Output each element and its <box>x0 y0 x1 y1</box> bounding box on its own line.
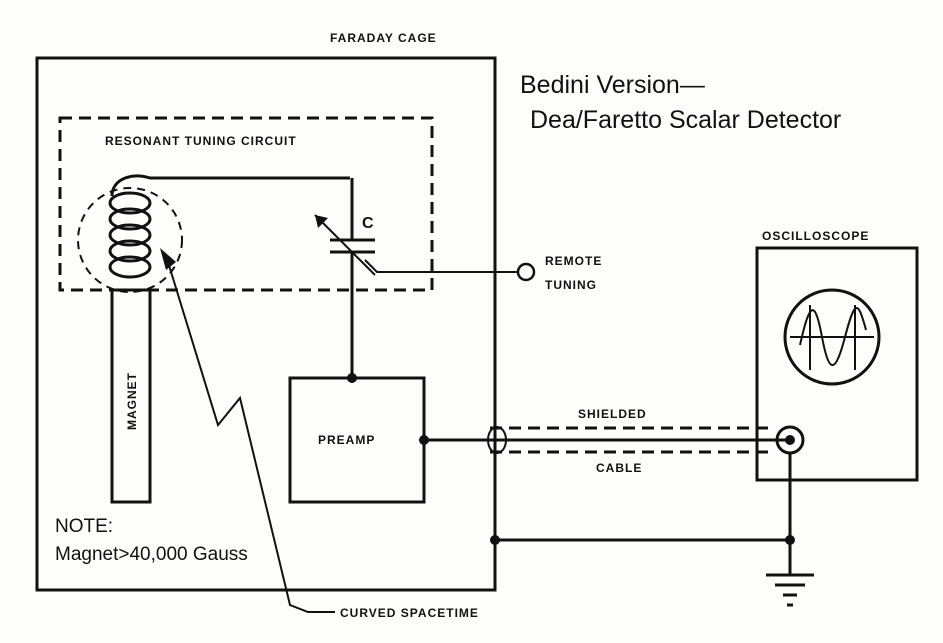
scope-screen-icon <box>783 288 881 386</box>
remote-label: REMOTE <box>545 254 602 268</box>
oscilloscope-label: OSCILLOSCOPE <box>762 229 869 243</box>
title-line-1: Bedini Version— <box>520 71 705 99</box>
cable-label: CABLE <box>596 461 642 475</box>
shielded-label: SHIELDED <box>578 407 647 421</box>
capacitor-icon <box>314 178 376 378</box>
resonant-circuit-label: RESONANT TUNING CIRCUIT <box>105 134 297 148</box>
magnet-label: MAGNET <box>125 372 139 430</box>
cable-connector <box>487 426 507 454</box>
capacitor-label: C <box>362 215 374 232</box>
oscilloscope-box <box>755 246 919 482</box>
faraday-cage-box <box>35 56 497 592</box>
note-text: Magnet>40,000 Gauss <box>55 544 248 565</box>
faraday-cage-label: FARADAY CAGE <box>330 31 437 45</box>
magnet-bar <box>110 288 152 504</box>
field-circle <box>77 187 183 293</box>
curved-spacetime-pointer <box>167 261 335 613</box>
curved-spacetime-label: CURVED SPACETIME <box>340 606 479 620</box>
remote-tuning-wire <box>364 259 520 273</box>
preamp-label: PREAMP <box>318 433 375 447</box>
tuning-label: TUNING <box>545 278 597 292</box>
ground-symbol-icon <box>766 573 814 607</box>
coil-icon <box>108 174 350 279</box>
remote-tuning-terminal <box>516 262 536 282</box>
title-line-2: Dea/Faretto Scalar Detector <box>530 106 841 134</box>
resonant-circuit-box <box>58 116 434 292</box>
note-heading: NOTE: <box>55 516 113 537</box>
